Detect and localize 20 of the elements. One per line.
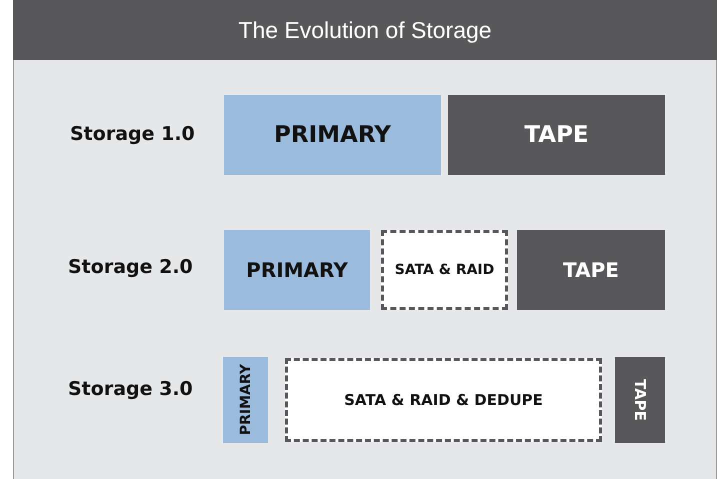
box-label: SATA & RAID	[394, 262, 494, 278]
row-label: Storage 3.0	[68, 378, 193, 400]
box-label: TAPE	[563, 258, 619, 282]
storage-box	[224, 95, 441, 175]
storage-box	[448, 95, 665, 175]
box-label: PRIMARY	[246, 258, 348, 282]
box-label: PRIMARY	[274, 122, 391, 148]
box-label: PRIMARY	[238, 364, 254, 436]
dashed-storage-box	[381, 230, 508, 310]
row-label: Storage 2.0	[68, 256, 193, 278]
storage-box	[224, 230, 370, 310]
box-label: TAPE	[631, 379, 649, 421]
box-label: TAPE	[524, 122, 589, 148]
row-label: Storage 1.0	[70, 123, 195, 145]
diagram-title: The Evolution of Storage	[238, 16, 492, 44]
box-label: SATA & RAID & DEDUPE	[344, 391, 543, 409]
storage-box	[517, 230, 665, 310]
storage-box	[223, 357, 268, 443]
storage-box	[615, 357, 665, 443]
dashed-storage-box	[285, 358, 602, 442]
